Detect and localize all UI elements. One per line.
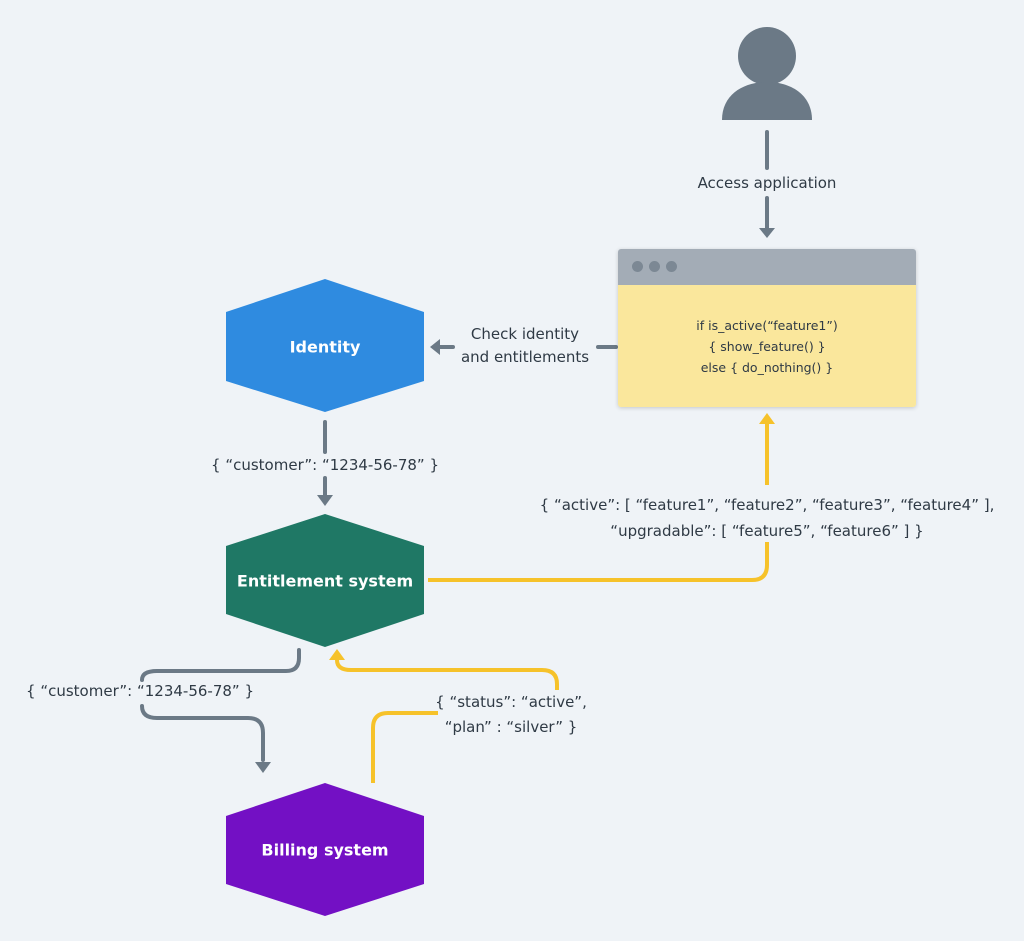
code-line: else { do_nothing() } [700,359,834,375]
customer-request-label: { “customer”: “1234-56-78” } [211,456,439,474]
entitlement-response-connector [428,542,769,582]
billing-status-label-line1: { “status”: “active”, [435,693,587,711]
application-window: if is_active(“feature1”) { show_feature(… [618,249,916,407]
identity-node [226,279,424,412]
code-line: if is_active(“feature1”) [696,317,838,333]
billing-request-label: { “customer”: “1234-56-78” } [26,682,254,700]
user-icon [722,27,812,120]
entitlement-response-label-line1: { “active”: [ “feature1”, “feature2”, “f… [539,496,995,514]
billing-status-label-line2: “plan” : “silver” } [444,718,578,736]
access-application-label: Access application [697,174,837,192]
yellow-arrowheads [329,413,775,660]
entitlement-response-label-line2: “upgradable”: [ “feature5”, “feature6” ]… [610,522,924,540]
code-line: { show_feature() } [708,338,826,354]
identity-label: Identity [289,337,361,357]
billing-node [226,783,424,916]
billing-label: Billing system [261,840,389,860]
billing-request-connector-top [140,648,301,682]
window-dot-icon [632,261,643,272]
billing-request-connector-bottom [140,704,265,762]
gray-arrowheads [255,228,775,773]
entitlement-label: Entitlement system [236,571,414,591]
entitlement-node [226,514,424,647]
billing-response-connector [371,711,438,783]
code-snippet: if is_active(“feature1”) { show_feature(… [618,285,916,407]
window-dot-icon [649,261,660,272]
window-dot-icon [666,261,677,272]
check-identity-label-line2: and entitlements [460,348,590,366]
status-connector [335,659,559,690]
window-titlebar [618,249,916,285]
check-identity-label-line1: Check identity [470,325,580,343]
